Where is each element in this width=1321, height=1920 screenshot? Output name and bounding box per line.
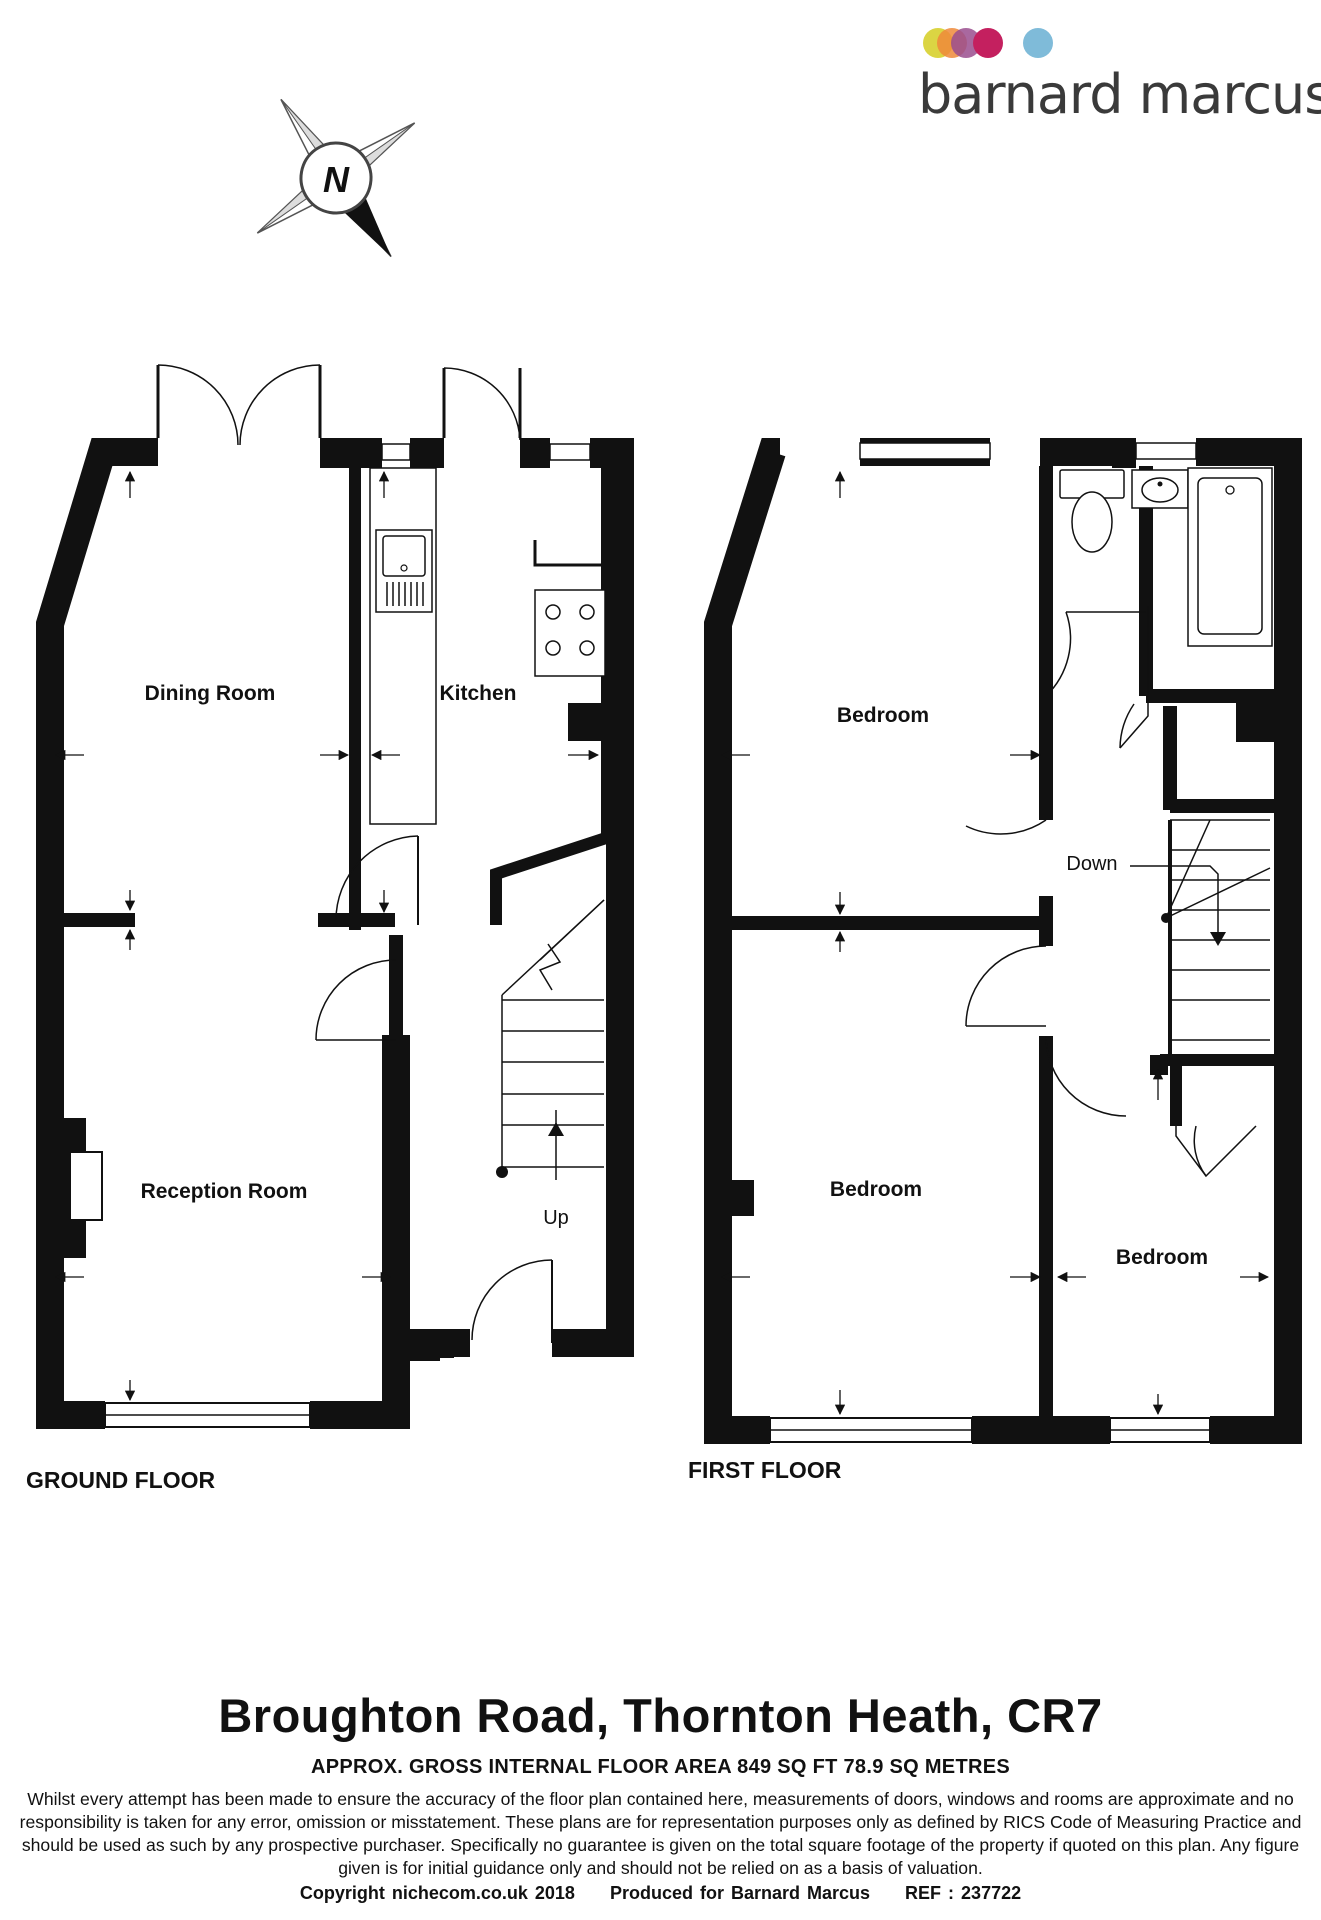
credits-line: Copyright nichecom.co.uk 2018 Produced f… bbox=[0, 1883, 1321, 1904]
room-label-reception: Reception Room bbox=[141, 1180, 308, 1203]
produced-for-text: Produced for Barnard Marcus bbox=[609, 1883, 871, 1903]
ground-floor-plan: Dining Room Kitchen Reception Room Up GR… bbox=[26, 364, 634, 1493]
brand-name: barnard marcus bbox=[918, 63, 1321, 126]
disclaimer-text: Whilst every attempt has been made to en… bbox=[19, 1789, 1302, 1878]
ground-floor-label: GROUND FLOOR bbox=[26, 1467, 215, 1493]
room-label-bedroom-2: Bedroom bbox=[830, 1178, 922, 1201]
floor-area: APPROX. GROSS INTERNAL FLOOR AREA 849 SQ… bbox=[310, 1756, 1010, 1778]
room-label-bedroom-1: Bedroom bbox=[837, 704, 929, 727]
property-address: Broughton Road, Thornton Heath, CR7 bbox=[218, 1689, 1103, 1742]
stairs-up-label: Up bbox=[543, 1207, 569, 1229]
room-label-kitchen: Kitchen bbox=[439, 682, 516, 705]
room-label-bedroom-3: Bedroom bbox=[1116, 1246, 1208, 1269]
stairs-down-label: Down bbox=[1066, 853, 1117, 875]
compass-north-label: N bbox=[323, 159, 350, 200]
compass-icon bbox=[256, 98, 416, 258]
first-floor-plan: Bedroom Bedroom Bedroom Down FIRST FLOOR bbox=[688, 438, 1302, 1483]
floor-plan-drawing: barnard marcus N bbox=[26, 28, 1321, 1493]
first-floor-label: FIRST FLOOR bbox=[688, 1457, 842, 1483]
copyright-text: Copyright nichecom.co.uk 2018 bbox=[299, 1883, 575, 1903]
brand-logo: barnard marcus bbox=[918, 28, 1321, 126]
reference-text: REF : 237722 bbox=[905, 1883, 1022, 1903]
room-label-dining: Dining Room bbox=[145, 682, 276, 705]
